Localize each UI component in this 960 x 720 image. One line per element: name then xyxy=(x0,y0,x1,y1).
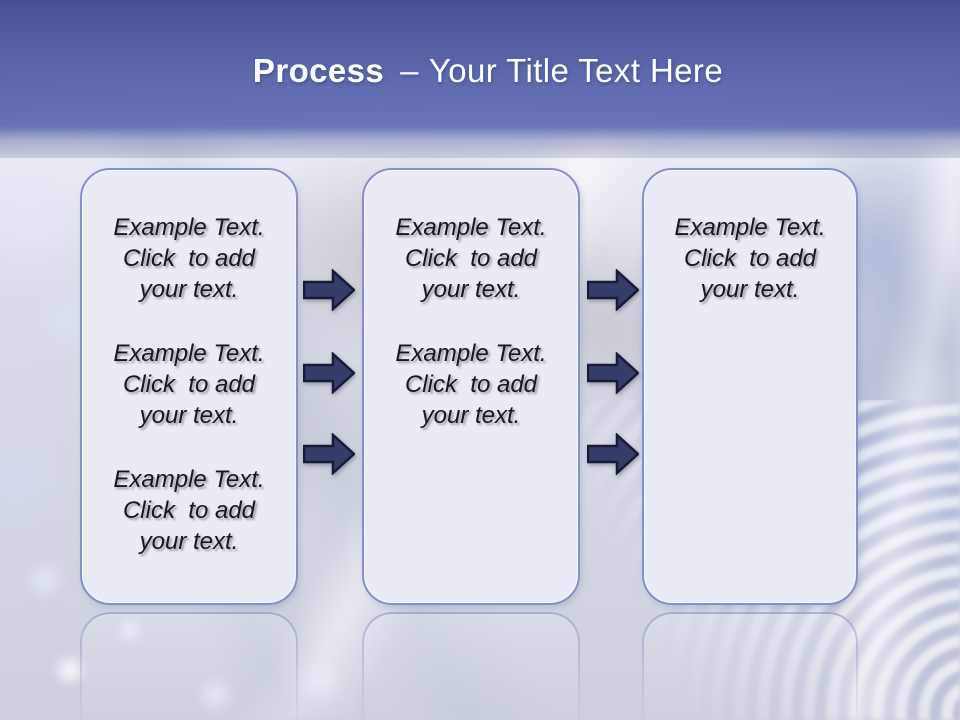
text-placeholder[interactable]: Example Text. Click to add your text. xyxy=(395,214,547,303)
text-placeholder[interactable]: Example Text. Click to add your text. xyxy=(113,214,265,303)
process-box-1[interactable]: Example Text. Click to add your text. Ex… xyxy=(80,168,298,605)
text-placeholder[interactable]: Example Text. Click to add your text. xyxy=(113,340,265,429)
text-placeholder[interactable]: Example Text. Click to add your text. xyxy=(674,214,826,303)
box-reflection xyxy=(642,612,858,720)
arrow-right-icon[interactable] xyxy=(303,433,355,475)
title-bar: Process–Your Title Text Here xyxy=(0,0,960,158)
process-box-2[interactable]: Example Text. Click to add your text. Ex… xyxy=(362,168,580,605)
arrow-right-icon[interactable] xyxy=(587,269,639,311)
arrow-right-icon[interactable] xyxy=(303,269,355,311)
title-text: Your Title Text Here xyxy=(428,52,724,89)
box-reflection xyxy=(362,612,580,720)
title-keyword: Process xyxy=(252,52,385,89)
text-placeholder[interactable]: Example Text. Click to add your text. xyxy=(113,466,265,555)
title-separator: – xyxy=(400,52,419,89)
box-reflection xyxy=(80,612,298,720)
arrow-right-icon[interactable] xyxy=(587,433,639,475)
slide-title[interactable]: Process–Your Title Text Here xyxy=(8,52,960,90)
text-placeholder[interactable]: Example Text. Click to add your text. xyxy=(395,340,547,429)
process-box-3[interactable]: Example Text. Click to add your text. xyxy=(642,168,858,605)
arrow-right-icon[interactable] xyxy=(303,352,355,394)
arrow-right-icon[interactable] xyxy=(587,352,639,394)
